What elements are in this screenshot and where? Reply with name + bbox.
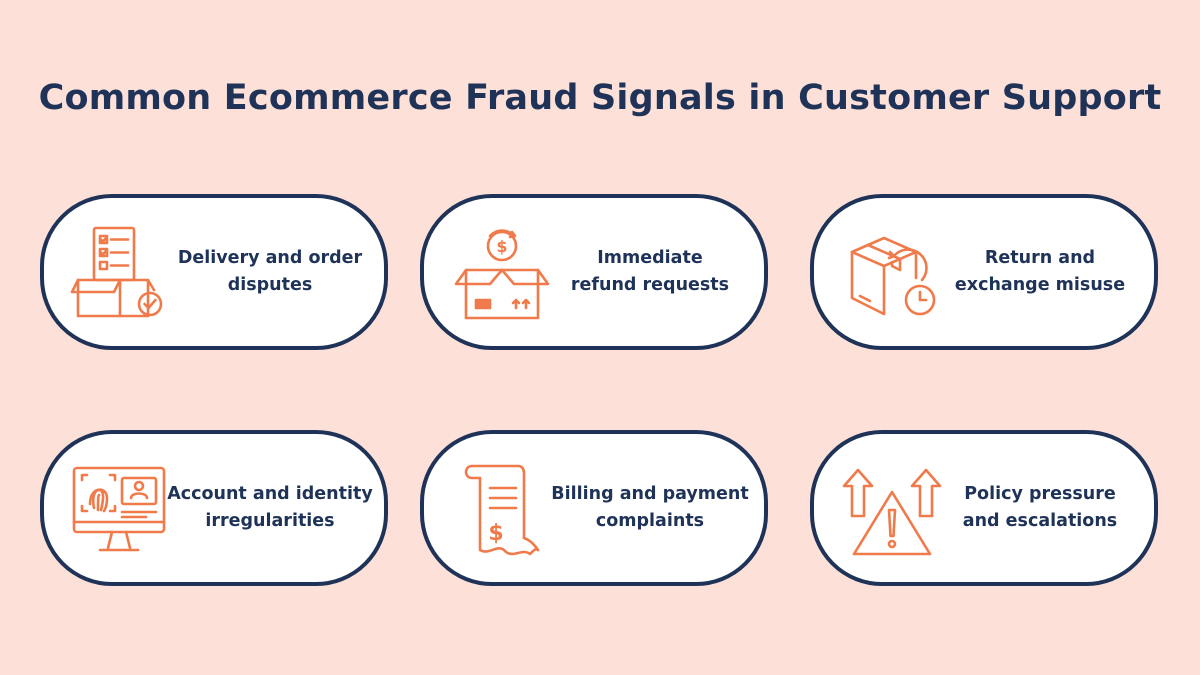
- fingerprint-monitor-icon: [70, 458, 174, 562]
- card-label-line2: complaints: [595, 511, 705, 531]
- card-label-line1: Immediate: [597, 248, 703, 268]
- card-label-line1: Account and identity: [167, 484, 373, 504]
- receipt-dollar-icon: $: [450, 458, 554, 562]
- svg-text:$: $: [496, 237, 507, 256]
- card-policy-pressure: Policy pressure and escalations: [810, 430, 1158, 586]
- card-label-line1: Return and: [984, 248, 1096, 268]
- warning-arrows-icon: [840, 458, 944, 562]
- card-label-line1: Billing and payment: [551, 484, 749, 504]
- card-label-line1: Delivery and order: [177, 248, 363, 268]
- card-label-line2: and escalations: [962, 511, 1118, 531]
- card-account-identity: Account and identity irregularities: [40, 430, 388, 586]
- card-label-line2: disputes: [227, 275, 313, 295]
- card-label: Billing and payment complaints: [546, 434, 754, 582]
- card-label-line2: refund requests: [570, 275, 730, 295]
- card-label: Return and exchange misuse: [936, 198, 1144, 346]
- return-box-clock-icon: [840, 222, 944, 326]
- card-label: Policy pressure and escalations: [936, 434, 1144, 582]
- card-refund-requests: $ Immediate refund requests: [420, 194, 768, 350]
- refund-box-dollar-icon: $: [450, 222, 554, 326]
- card-delivery-disputes: Delivery and order disputes: [40, 194, 388, 350]
- card-label-line1: Policy pressure: [964, 484, 1116, 504]
- card-label: Immediate refund requests: [546, 198, 754, 346]
- card-label-line2: exchange misuse: [954, 275, 1126, 295]
- card-billing-payment: $ Billing and payment complaints: [420, 430, 768, 586]
- page-title: Common Ecommerce Fraud Signals in Custom…: [38, 78, 1162, 118]
- card-label-line2: irregularities: [205, 511, 335, 531]
- delivery-checklist-box-icon: [70, 222, 174, 326]
- card-return-misuse: Return and exchange misuse: [810, 194, 1158, 350]
- card-label: Delivery and order disputes: [166, 198, 374, 346]
- card-label: Account and identity irregularities: [166, 434, 374, 582]
- svg-text:$: $: [488, 521, 503, 546]
